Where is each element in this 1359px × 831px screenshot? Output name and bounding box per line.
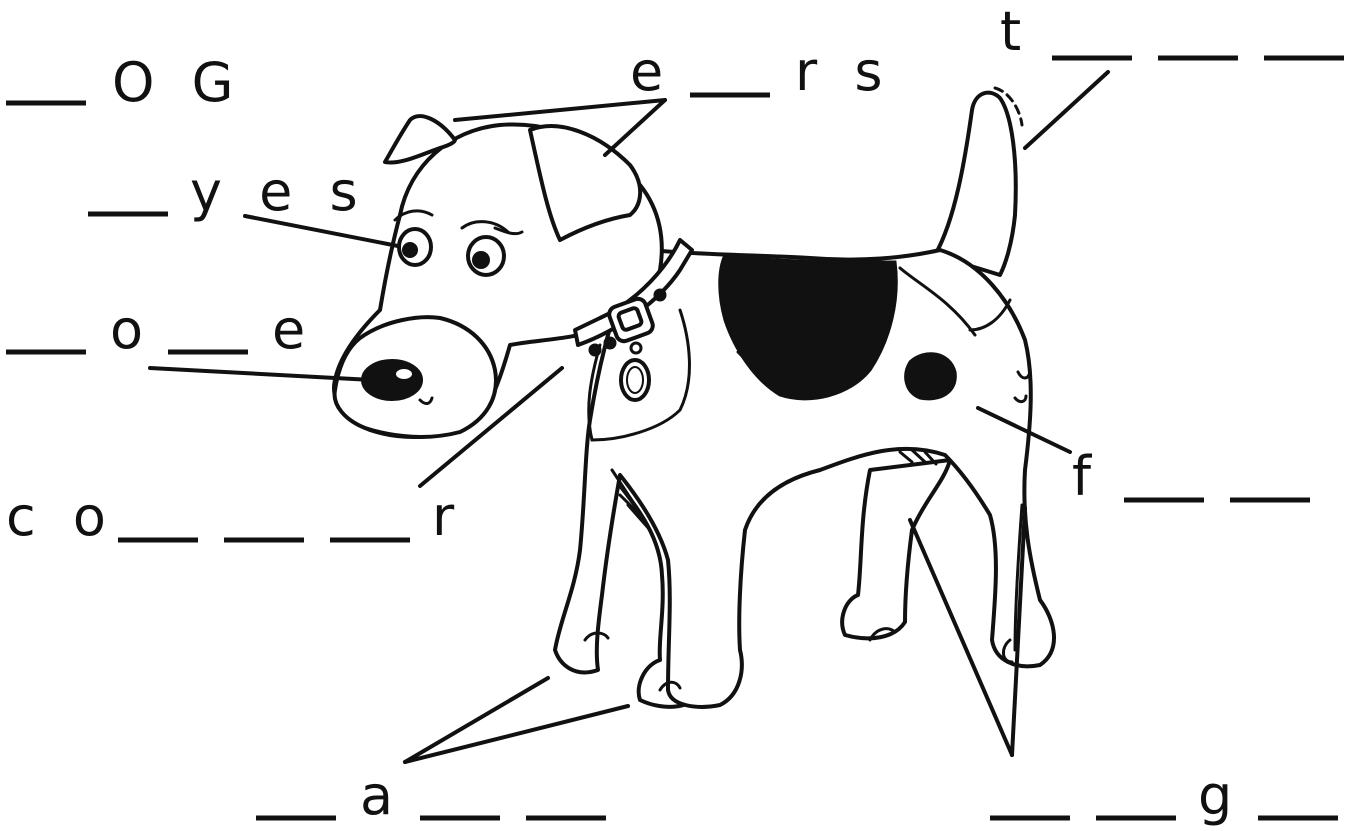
label-legs-g: g	[1198, 764, 1242, 827]
dog-tail	[933, 90, 1018, 277]
label-ears-text: r s	[795, 40, 893, 103]
label-tail-t: t	[1000, 0, 1031, 63]
label-nose-o: o	[110, 298, 153, 361]
label-collar-co: c o	[6, 485, 116, 548]
dog-small-patch	[904, 352, 957, 401]
dog-ear-left	[383, 114, 457, 165]
label-fur: f	[1072, 445, 1310, 508]
label-paws-a: a	[360, 764, 403, 827]
label-eyes: y e s	[88, 160, 368, 223]
label-ears-first: e	[630, 40, 673, 103]
label-dog: O G	[6, 51, 244, 114]
label-ears: e r s	[630, 40, 893, 103]
label-tail: t	[1000, 0, 1344, 63]
dog-eyes	[397, 227, 506, 277]
leader-lines	[148, 70, 1110, 764]
dog-tag	[619, 358, 651, 402]
dog-ear-right	[528, 124, 643, 242]
dog-illustration	[332, 86, 1056, 709]
label-nose-e: e	[272, 298, 315, 361]
label-eyes-text: y e s	[190, 160, 368, 223]
label-legs: g	[990, 764, 1338, 827]
label-collar-r: r	[432, 485, 464, 548]
label-collar: c o r	[6, 485, 464, 548]
label-dog-text: O G	[112, 51, 244, 114]
label-fur-f: f	[1072, 445, 1101, 508]
label-nose: o e	[6, 298, 315, 361]
dog-black-patch	[718, 253, 898, 401]
label-paws: a	[256, 764, 606, 827]
dog-back-leg-far	[840, 458, 952, 641]
dog-collar	[573, 238, 694, 402]
